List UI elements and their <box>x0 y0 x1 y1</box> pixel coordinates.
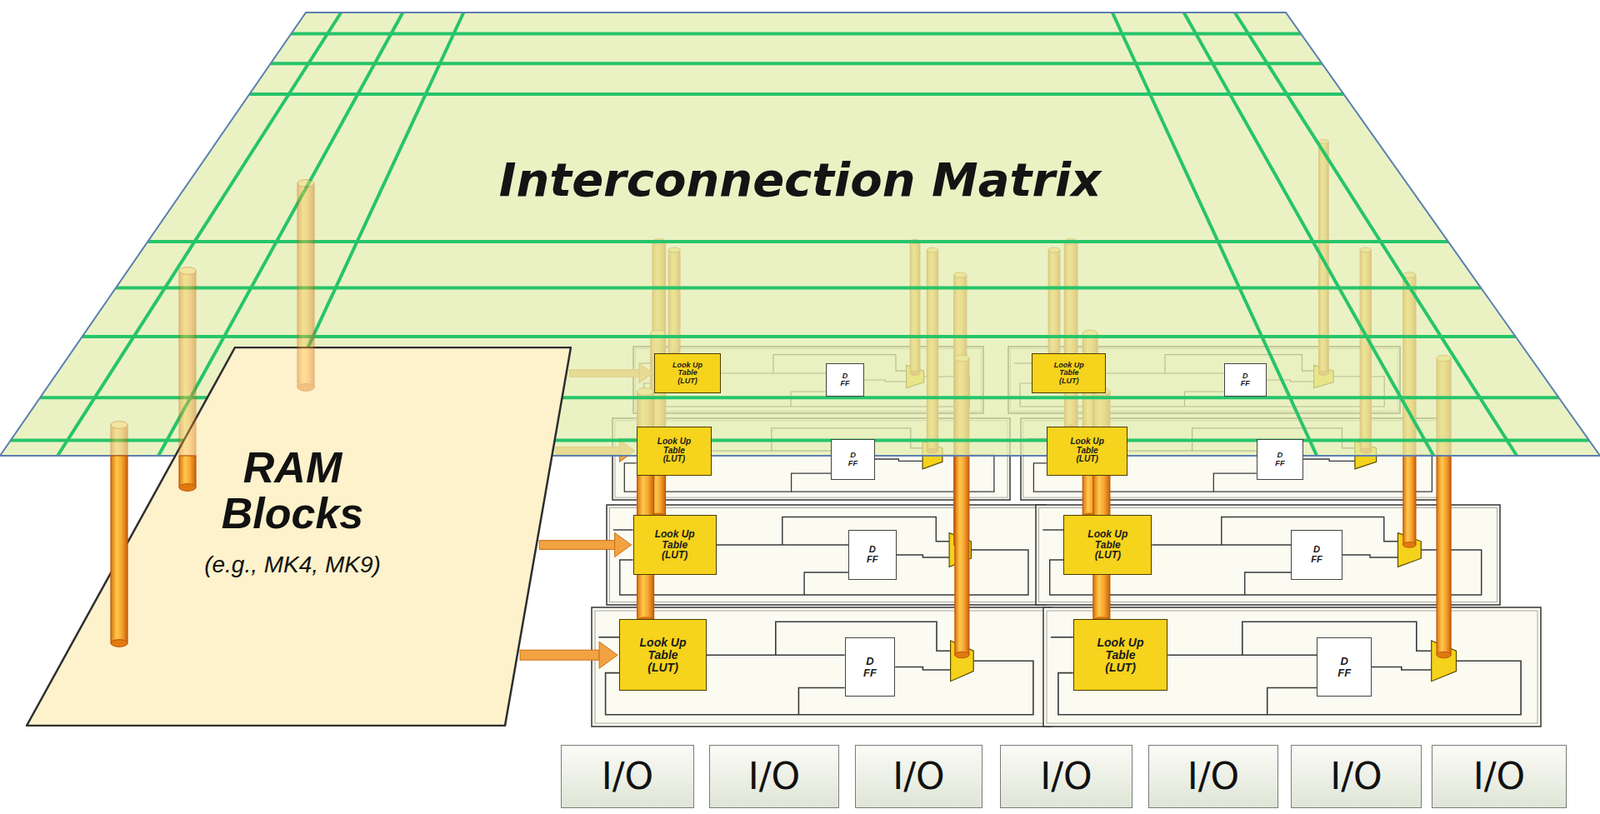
logic-cell-inner <box>1046 610 1538 724</box>
lut-label: Look Up Table (LUT) <box>655 437 694 465</box>
pillar-base <box>1436 651 1451 658</box>
grid-line <box>290 32 1301 36</box>
lut-box: Look Up Table (LUT) <box>619 619 707 691</box>
io-label: I/O <box>1330 756 1382 797</box>
io-pad: I/O <box>1290 745 1422 809</box>
logic-cell <box>591 607 1052 727</box>
wire <box>798 688 845 715</box>
io-pad: I/O <box>855 745 983 809</box>
logic-cell-inner <box>609 507 1043 602</box>
io-pad: I/O <box>1431 745 1567 809</box>
wire <box>896 555 950 558</box>
grid-line <box>250 92 1345 96</box>
logic-cell-inner <box>595 610 1049 724</box>
logic-cell <box>606 505 1046 605</box>
ram-outline <box>26 347 571 726</box>
flipflop-box: D FF <box>1256 439 1305 480</box>
grid-line <box>1235 12 1517 456</box>
ram-block: RAM Blocks (e.g., MK4, MK9) <box>25 346 572 727</box>
flipflop-label: D FF <box>860 655 880 679</box>
lut-label: Look Up Table (LUT) <box>635 636 690 674</box>
wire <box>1303 459 1355 461</box>
wire <box>1050 636 1074 639</box>
arrow-head <box>615 532 632 557</box>
wire <box>1245 572 1292 595</box>
lut-box: Look Up Table (LUT) <box>654 353 721 394</box>
io-label: I/O <box>748 756 800 797</box>
flipflop-label: D FF <box>864 545 881 565</box>
wire <box>1042 529 1064 530</box>
wire <box>1371 667 1432 671</box>
io-pad: I/O <box>1148 745 1279 809</box>
flipflop-box: D FF <box>1224 363 1268 397</box>
io-label: I/O <box>1040 756 1092 797</box>
arrow-stem <box>539 540 615 550</box>
lut-box: Look Up Table (LUT) <box>1031 353 1106 394</box>
arrow-head <box>599 641 618 669</box>
flipflop-box: D FF <box>845 637 896 698</box>
lut-box: Look Up Table (LUT) <box>636 426 713 476</box>
ram-shape <box>25 346 572 727</box>
lut-label: Look Up Table (LUT) <box>1085 529 1131 561</box>
pillar-base <box>1403 542 1416 549</box>
lut-box: Look Up Table (LUT) <box>1073 619 1168 691</box>
flipflop-label: D FF <box>1238 372 1252 389</box>
wire <box>791 473 832 492</box>
wire <box>804 572 849 595</box>
flipflop-box: D FF <box>825 363 865 397</box>
plane-label: Interconnection Matrix <box>0 153 1600 207</box>
io-label: I/O <box>892 756 945 797</box>
io-pad: I/O <box>709 745 840 809</box>
wire <box>613 529 634 530</box>
ram-label: RAM Blocks <box>175 445 410 536</box>
io-label: I/O <box>1187 756 1240 797</box>
grid-line <box>82 335 1516 339</box>
flipflop-label: D FF <box>838 372 852 389</box>
wire <box>1213 473 1256 492</box>
pillar-base <box>955 651 970 658</box>
flipflop-label: D FF <box>845 450 860 468</box>
arrow-stem <box>520 650 600 660</box>
io-label: I/O <box>1473 756 1525 797</box>
grid-line <box>115 285 1481 290</box>
grid-line <box>147 240 1449 244</box>
lut-box: Look Up Table (LUT) <box>1046 426 1129 476</box>
flipflop-box: D FF <box>1316 637 1372 698</box>
wire <box>875 459 923 461</box>
wire <box>1267 688 1318 715</box>
flipflop-label: D FF <box>1273 450 1288 468</box>
logic-cell <box>1043 607 1541 727</box>
io-label: I/O <box>601 756 654 797</box>
flipflop-label: D FF <box>1308 545 1325 565</box>
flipflop-box: D FF <box>830 439 875 480</box>
ram-text-group: RAM Blocks (e.g., MK4, MK9) <box>117 445 468 580</box>
lut-box: Look Up Table (LUT) <box>633 515 717 575</box>
lut-label: Look Up Table (LUT) <box>670 361 705 385</box>
lut-box: Look Up Table (LUT) <box>1063 515 1152 575</box>
data-arrow <box>539 532 631 557</box>
io-pad: I/O <box>560 745 695 809</box>
lut-label: Look Up Table (LUT) <box>1093 636 1147 674</box>
grid-line <box>1112 12 1317 456</box>
grid-line <box>1184 12 1435 456</box>
wire <box>895 667 950 671</box>
lut-label: Look Up Table (LUT) <box>651 529 698 561</box>
data-arrow <box>520 641 618 669</box>
flipflop-label: D FF <box>1334 655 1354 679</box>
grid-line <box>270 61 1323 65</box>
wire <box>598 636 620 639</box>
lut-label: Look Up Table (LUT) <box>1051 361 1086 385</box>
io-pad: I/O <box>1000 745 1133 809</box>
lut-label: Look Up Table (LUT) <box>1067 437 1106 465</box>
flipflop-box: D FF <box>1290 530 1342 580</box>
flipflop-box: D FF <box>848 530 897 580</box>
ram-label: (e.g., MK4, MK9) <box>117 550 468 580</box>
wire <box>1342 555 1399 558</box>
